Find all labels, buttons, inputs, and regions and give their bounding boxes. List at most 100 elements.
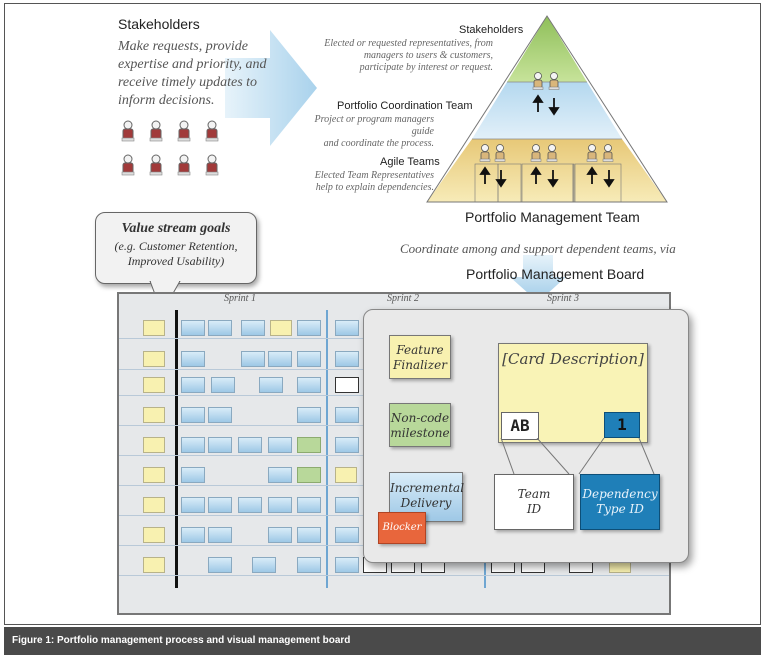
card-line: Delivery	[400, 496, 452, 510]
board-card	[252, 557, 276, 573]
desc-line: Elected Team Representatives	[314, 170, 434, 181]
desc-line: and coordinate the process.	[323, 138, 434, 149]
board-card	[335, 497, 359, 513]
value-stream-card	[143, 497, 165, 513]
board-card	[335, 527, 359, 543]
desc-line: help to explain dependencies.	[315, 182, 434, 193]
card-line: Non-code	[390, 411, 450, 425]
sprint-label: Sprint 1	[224, 293, 256, 304]
board-card	[335, 407, 359, 423]
goals-line: Improved Usability)	[127, 254, 225, 268]
coordinate-text: Coordinate among and support dependent t…	[400, 241, 676, 256]
board-divider	[175, 310, 178, 588]
board-card	[208, 437, 232, 453]
card-line: Finalizer	[393, 358, 447, 372]
board-card	[268, 467, 292, 483]
value-stream-card	[143, 407, 165, 423]
board-card	[335, 467, 357, 483]
stakeholders-text-line: Make requests, provide	[118, 39, 248, 54]
stakeholders-title: Stakeholders	[118, 16, 200, 32]
board-card	[181, 437, 205, 453]
board-card	[181, 377, 205, 393]
card-line: ID	[526, 502, 542, 516]
portfolio-management-team-title: Portfolio Management Team	[465, 209, 640, 225]
board-card	[238, 497, 262, 513]
board-card	[211, 377, 235, 393]
board-card	[270, 320, 292, 336]
board-card	[297, 377, 321, 393]
board-card	[268, 497, 292, 513]
board-card	[208, 527, 232, 543]
desc-line: managers to users & customers,	[363, 50, 493, 61]
card-line: milestone	[390, 426, 450, 440]
board-card	[268, 437, 292, 453]
stakeholders-text-line: expertise and priority, and	[118, 57, 267, 72]
value-stream-card	[143, 320, 165, 336]
team-id-label: Team ID	[494, 474, 574, 530]
agile-teams-desc: Elected Team Representatives help to exp…	[298, 170, 434, 194]
board-card	[268, 351, 292, 367]
board-card	[208, 557, 232, 573]
goals-title: Value stream goals	[121, 221, 231, 236]
board-card	[181, 527, 205, 543]
person-icons	[121, 120, 219, 176]
sprint-label: Sprint 3	[547, 293, 579, 304]
dependency-type-badge: 1	[604, 412, 640, 438]
value-stream-card	[143, 527, 165, 543]
value-stream-card	[143, 467, 165, 483]
card-line: Type ID	[596, 502, 644, 516]
board-card	[208, 320, 232, 336]
board-card	[297, 467, 321, 483]
feature-finalizer-card: Feature Finalizer	[389, 335, 451, 379]
board-card	[335, 351, 359, 367]
board-lane-line	[119, 575, 669, 576]
process-arrow-down	[510, 255, 566, 302]
board-card	[335, 320, 359, 336]
board-card	[335, 557, 359, 573]
portfolio-management-board-title: Portfolio Management Board	[466, 266, 645, 282]
agile-teams-title: Agile Teams	[380, 156, 440, 168]
board-card	[335, 377, 359, 393]
board-card	[268, 527, 292, 543]
board-card	[297, 351, 321, 367]
stakeholder-people-group	[118, 118, 228, 180]
board-card	[181, 497, 205, 513]
card-line: Team	[517, 487, 551, 501]
figure-caption: Figure 1: Portfolio management process a…	[4, 627, 761, 655]
team-pyramid	[426, 15, 668, 203]
sprint-divider	[326, 310, 328, 588]
board-card	[241, 351, 265, 367]
stakeholders-text-line: receive timely updates to	[118, 75, 258, 90]
blocker-tag: Blocker	[378, 512, 426, 544]
board-card	[297, 557, 321, 573]
stakeholders-text-line: inform decisions.	[118, 93, 215, 108]
non-code-milestone-card: Non-code milestone	[389, 403, 451, 447]
value-stream-card	[143, 351, 165, 367]
team-id-badge: AB	[501, 412, 539, 440]
coordination-team-desc: Project or program managers guide and co…	[300, 114, 434, 150]
sprint-label: Sprint 2	[387, 293, 419, 304]
card-legend-zoom: Feature Finalizer Non-code milestone Inc…	[363, 309, 689, 563]
board-card	[238, 437, 262, 453]
pyramid-stakeholders-title: Stakeholders	[459, 24, 524, 36]
pyramid-stakeholders-desc: Elected or requested representatives, fr…	[318, 38, 493, 74]
board-card	[297, 407, 321, 423]
board-card	[181, 320, 205, 336]
coordination-team-title: Portfolio Coordination Team	[337, 100, 473, 112]
board-card	[297, 320, 321, 336]
board-card	[208, 497, 232, 513]
board-card	[297, 527, 321, 543]
desc-line: Project or program managers guide	[314, 114, 434, 137]
board-card	[297, 437, 321, 453]
board-card	[335, 437, 359, 453]
board-card	[241, 320, 265, 336]
board-card	[181, 467, 205, 483]
value-stream-card	[143, 377, 165, 393]
card-line: Dependency	[582, 487, 658, 501]
legend-connector-lines	[500, 438, 655, 475]
value-stream-goals-callout: Value stream goals (e.g. Customer Retent…	[95, 212, 257, 284]
board-card	[181, 351, 205, 367]
card-line: Feature	[396, 343, 444, 357]
board-card	[297, 497, 321, 513]
goals-line: (e.g. Customer Retention,	[114, 239, 238, 253]
